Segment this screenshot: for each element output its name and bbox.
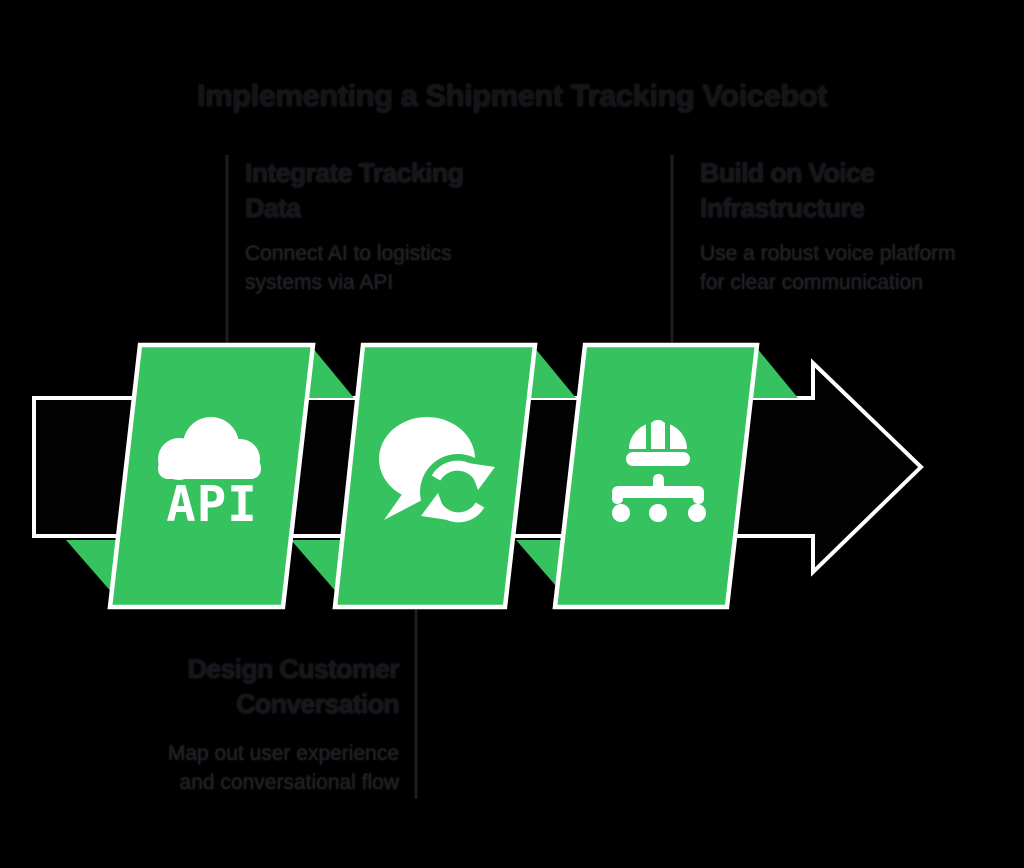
step-1-body-line-2: systems via API [245, 271, 394, 294]
step-2-label-block: Design Customer Conversation Map out use… [99, 652, 400, 797]
step-1-heading-line-2: Data [245, 193, 301, 223]
step-2-body-line-1: Map out user experience [167, 742, 399, 765]
step-3-heading-line-1: Build on Voice [700, 158, 875, 188]
fold-top-panel-3 [750, 347, 798, 398]
step-1-body-line-1: Connect AI to logistics [245, 242, 452, 265]
step-2-heading-line-2: Conversation [236, 689, 400, 719]
fold-top-panel-1 [306, 347, 354, 398]
cloud-api-icon: API [158, 417, 261, 533]
fold-top-panel-2 [528, 347, 576, 398]
step-3-heading-line-2: Infrastructure [700, 193, 865, 223]
step-2-body-line-2: and conversational flow [179, 771, 399, 794]
page-title: Implementing a Shipment Tracking Voicebo… [196, 78, 828, 113]
step-3-body-line-1: Use a robust voice platform [700, 242, 956, 265]
step-1-heading-line-1: Integrate Tracking [245, 158, 464, 188]
step-2-heading-line-1: Design Customer [187, 654, 399, 684]
helmet-sitemap-icon [612, 420, 706, 522]
step-3-body-line-2: for clear communication [700, 271, 923, 294]
step-3-label-block: Build on Voice Infrastructure Use a robu… [700, 156, 1000, 297]
chat-sync-icon [379, 417, 496, 530]
api-label: API [166, 476, 258, 533]
step-1-label-block: Integrate Tracking Data Connect AI to lo… [245, 156, 515, 297]
